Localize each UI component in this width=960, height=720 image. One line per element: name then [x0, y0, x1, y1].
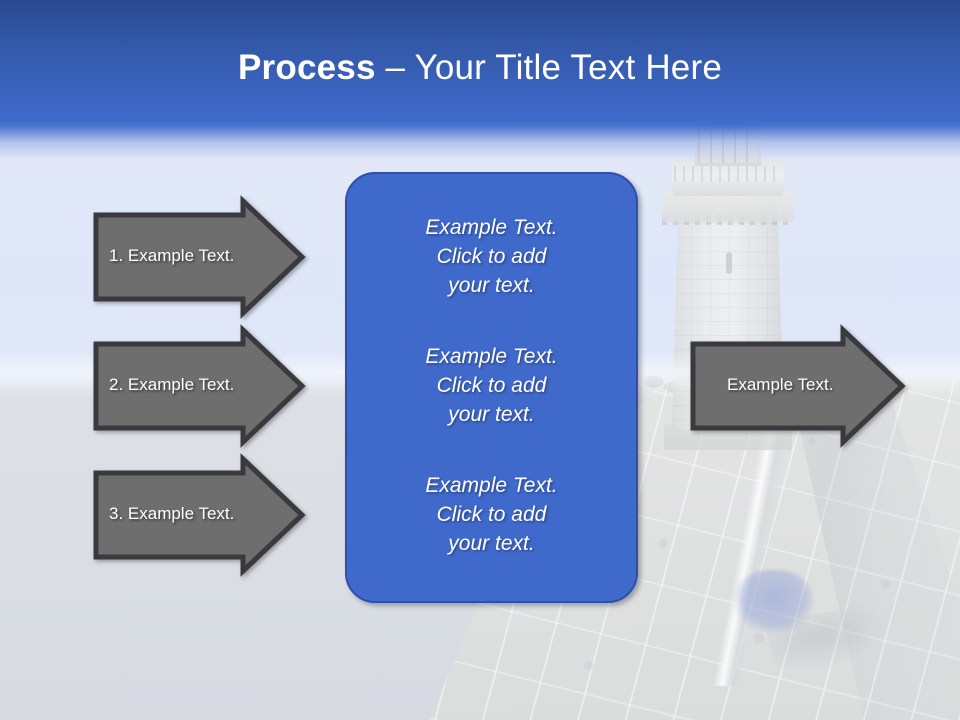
content-paragraph-2[interactable]: Example Text. Click to add your text. [425, 345, 558, 426]
background-backpack [735, 570, 813, 632]
input-arrow-2[interactable]: 2. Example Text. [93, 324, 306, 448]
lighthouse-balcony [672, 160, 784, 196]
content-paragraph-1[interactable]: Example Text. Click to add your text. [425, 216, 558, 297]
process-content-box[interactable]: Example Text. Click to add your text. Ex… [345, 172, 638, 603]
page-title-emphasis: Process [238, 48, 376, 87]
lighthouse-gallery [662, 192, 794, 222]
input-arrow-1[interactable]: 1. Example Text. [93, 195, 306, 319]
title-banner [0, 0, 960, 160]
output-arrow[interactable]: Example Text. [690, 324, 906, 448]
lighthouse-railing [674, 166, 782, 182]
page-title-rest: – Your Title Text Here [375, 48, 722, 87]
page-title: Process – Your Title Text Here [0, 46, 960, 90]
lighthouse-window [726, 252, 732, 274]
input-arrow-3[interactable]: 3. Example Text. [93, 453, 306, 577]
content-paragraph-3[interactable]: Example Text. Click to add your text. [425, 474, 558, 555]
